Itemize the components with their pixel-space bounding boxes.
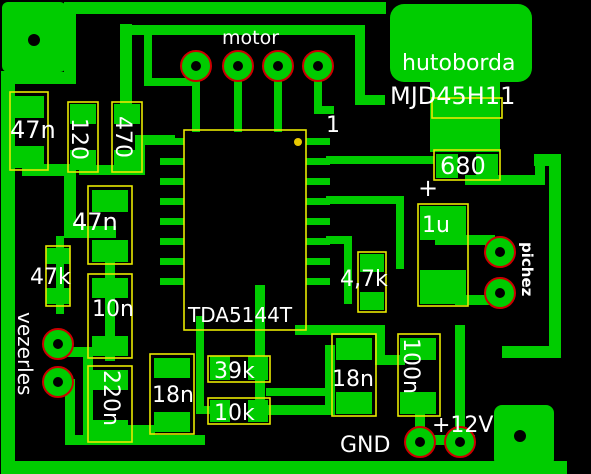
motor-pad-3[interactable] — [262, 50, 294, 82]
outline-r-470 — [111, 101, 143, 173]
trace-ic-r1 — [326, 196, 404, 269]
outline-r-120 — [67, 101, 99, 173]
label-c-18n-a: 18n — [152, 383, 194, 408]
label-r-47k: 47k — [30, 265, 71, 290]
ground-frame-right — [502, 154, 561, 358]
label-motor: motor — [222, 27, 279, 49]
label-r-4-7k: 4,7k — [340, 267, 388, 292]
ic-right-pins — [306, 138, 330, 285]
ic-pin1-dot — [294, 138, 302, 146]
outline-r-39k — [207, 355, 271, 383]
outline-r-4-7k — [357, 251, 387, 313]
outline-c-1u — [417, 203, 469, 307]
heatsink-tab — [430, 82, 500, 152]
vcc-pad[interactable] — [444, 426, 476, 458]
outline-transistor — [431, 97, 503, 119]
motor-pad-4[interactable] — [302, 50, 334, 82]
label-c-47n-a: 47n — [10, 116, 56, 144]
ground-frame-top — [2, 2, 386, 84]
ic-left-pins — [160, 138, 184, 285]
mount-hole-top-left — [28, 34, 40, 46]
trace-ic-r2 — [326, 236, 352, 304]
vezerles-pad-2[interactable] — [42, 366, 74, 398]
mount-hole-bottom-right — [514, 430, 526, 442]
outline-c-18n-a — [149, 353, 195, 435]
label-c-100n: 100n — [398, 338, 423, 394]
trace-ic-bottom — [255, 285, 335, 415]
label-c-220n: 220n — [98, 370, 123, 426]
trace-top-inner — [144, 26, 194, 86]
outline-c-18n-b — [331, 333, 377, 417]
label-r-10k: 10k — [214, 401, 255, 426]
heatsink-pad — [390, 4, 532, 82]
label-ic: TDA5144T — [187, 303, 293, 327]
label-r-470: 470 — [110, 116, 135, 158]
outline-ic — [183, 129, 307, 331]
label-hutoborda: hutoborda — [402, 51, 516, 76]
ground-frame-left — [1, 71, 567, 474]
label-c-47n-b: 47n — [72, 208, 118, 236]
pichez-pad-1[interactable] — [484, 236, 516, 268]
trace-18n-b — [295, 325, 405, 365]
outline-c-10n — [87, 273, 133, 359]
label-c-10n: 10n — [92, 297, 134, 322]
label-pin1: 1 — [326, 113, 340, 138]
label-c-18n-b: 18n — [332, 367, 374, 392]
label-r-120: 120 — [66, 118, 91, 160]
motor-pad-1[interactable] — [180, 50, 212, 82]
label-plus-mark: + — [418, 174, 438, 202]
label-r-39k: 39k — [214, 359, 255, 384]
label-c-1u: 1u — [422, 213, 450, 238]
label-vezerles: vezerles — [13, 312, 37, 395]
label-pichez: pichez — [518, 242, 536, 297]
label-r-680: 680 — [440, 152, 486, 180]
outline-r-680 — [433, 149, 501, 181]
vezerles-pad-1[interactable] — [42, 328, 74, 360]
outline-c-47n-b — [87, 185, 133, 265]
outline-c-47n-a — [9, 91, 49, 171]
label-vcc: +12V — [432, 413, 493, 438]
outline-c-220n — [87, 365, 133, 443]
trace-47n-a — [22, 164, 116, 238]
outline-c-100n — [397, 333, 441, 417]
label-transistor: MJD45H11 — [390, 82, 515, 110]
trace-top-bus — [121, 25, 385, 105]
pichez-pad-2[interactable] — [484, 277, 516, 309]
label-gnd: GND — [340, 433, 390, 458]
silkscreen-labels: motor hutoborda MJD45H11 1 TDA5144T 47n … — [10, 27, 536, 458]
component-outlines — [9, 91, 503, 443]
gnd-pad[interactable] — [404, 426, 436, 458]
outline-r-10k — [207, 397, 271, 425]
trace-bottom-mid — [196, 316, 214, 414]
outline-r-47k — [45, 245, 71, 307]
motor-pad-2[interactable] — [222, 50, 254, 82]
component-pads — [14, 96, 498, 440]
through-hole-pads — [28, 34, 526, 458]
